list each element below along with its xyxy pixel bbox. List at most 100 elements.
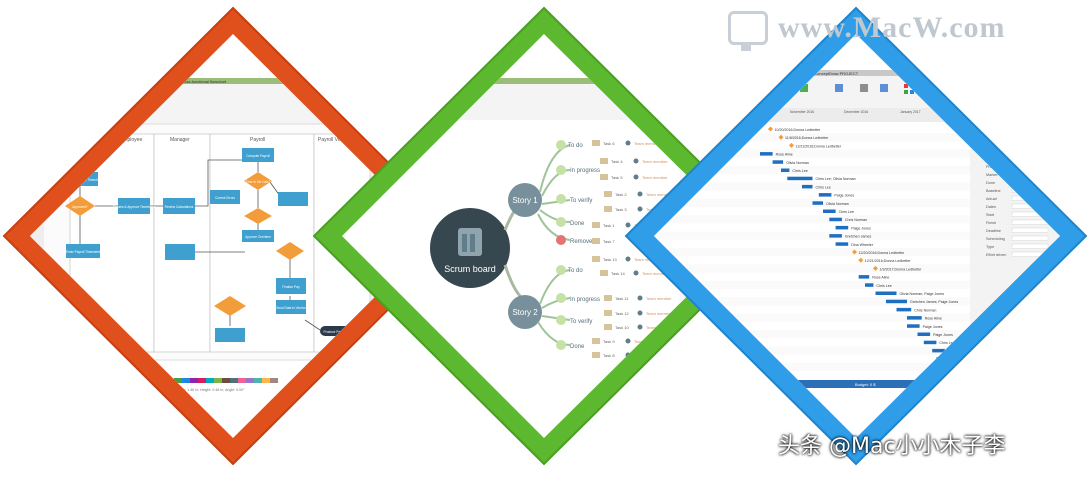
gantt-bar[interactable] bbox=[829, 217, 842, 222]
gantt-bar[interactable] bbox=[875, 291, 897, 296]
node-review-calc[interactable]: Review Calculations bbox=[163, 198, 195, 214]
milestone-marker[interactable] bbox=[873, 265, 878, 271]
branch-toverify-1[interactable]: To verify bbox=[570, 198, 592, 204]
gantt-bar[interactable] bbox=[932, 348, 945, 353]
property-field[interactable] bbox=[1011, 227, 1049, 233]
gantt-row[interactable]: 10/20/2016;Donna Ledbetter bbox=[650, 125, 970, 134]
branch-inprogress-1[interactable]: In progress bbox=[570, 168, 600, 174]
branch-done-2[interactable]: Done bbox=[570, 344, 585, 350]
gantt-bar[interactable] bbox=[760, 152, 773, 156]
gantt-bar[interactable] bbox=[858, 275, 870, 279]
gantt-row[interactable]: Gretchen James bbox=[650, 231, 970, 240]
gantt-bar[interactable] bbox=[865, 283, 874, 287]
gantt-bar[interactable] bbox=[772, 160, 784, 164]
scrum-board-node[interactable]: Scrum board bbox=[430, 208, 510, 288]
story-1-node[interactable]: Story 1 bbox=[508, 183, 542, 217]
property-field[interactable] bbox=[1011, 235, 1049, 241]
property-field[interactable] bbox=[1011, 219, 1049, 225]
gantt-row[interactable]: Chris Norman bbox=[650, 215, 970, 224]
node-error-check[interactable]: Error in the Calc? bbox=[244, 172, 272, 190]
milestone-marker[interactable] bbox=[789, 142, 794, 148]
gantt-bar[interactable] bbox=[886, 299, 907, 304]
gantt-row[interactable]: 12/21/2016;Donna Ledbetter bbox=[650, 256, 970, 265]
gantt-row[interactable]: Chris Lee bbox=[650, 207, 970, 216]
story-2-node[interactable]: Story 2 bbox=[508, 295, 542, 329]
property-label: Type bbox=[986, 245, 994, 249]
gantt-row[interactable]: 11/21/2016;Donna Ledbetter bbox=[650, 141, 970, 150]
node-correct[interactable]: Correct Errors bbox=[210, 190, 308, 206]
gantt-bar[interactable] bbox=[781, 168, 790, 173]
gantt-row[interactable]: Paige Jones bbox=[650, 190, 970, 199]
gantt-row[interactable]: Paige Jones bbox=[650, 330, 970, 339]
milestone-marker[interactable] bbox=[768, 126, 773, 132]
svg-text:Team member: Team member bbox=[642, 175, 668, 180]
gantt-bar[interactable] bbox=[829, 234, 842, 238]
gantt-row[interactable]: Olivia Norman bbox=[650, 157, 970, 166]
gantt-bar[interactable] bbox=[818, 193, 832, 197]
node-approve-overtime[interactable]: Approve Overtime bbox=[242, 208, 274, 242]
milestone-marker[interactable] bbox=[852, 249, 857, 255]
lane-label-employee: Employee bbox=[120, 137, 142, 143]
gantt-row[interactable]: Chris Lee bbox=[650, 166, 970, 175]
gantt-row[interactable]: 11/8/2016;Donna Ledbetter bbox=[650, 133, 970, 142]
gantt-row[interactable]: Dina Wheeler bbox=[650, 239, 970, 248]
branch-todo-1[interactable]: To do bbox=[568, 143, 583, 149]
gantt-row[interactable]: 1/3/2017;Donna Ledbetter bbox=[650, 264, 970, 273]
gantt-bar[interactable] bbox=[917, 332, 931, 337]
gantt-row[interactable]: Chris Norman bbox=[650, 305, 970, 314]
gantt-row[interactable]: Chris Norman bbox=[650, 346, 970, 355]
node-finalize[interactable]: Finalize Pay bbox=[276, 278, 306, 294]
gantt-bar[interactable] bbox=[787, 176, 813, 181]
branch-toverify-2[interactable]: To verify bbox=[570, 319, 592, 325]
gantt-row[interactable]: 12/20/2016;Donna Ledbetter bbox=[650, 248, 970, 257]
gantt-row[interactable]: Paige Jones bbox=[650, 321, 970, 330]
gantt-row[interactable]: Rose Aline bbox=[650, 272, 970, 281]
gantt-row[interactable]: Chris Lee; Olivia Norman bbox=[650, 174, 970, 183]
branch-removed[interactable]: Removed bbox=[570, 239, 596, 245]
gantt-bar[interactable] bbox=[802, 184, 813, 189]
node-review-timesheet[interactable]: Review & Approve Timesheet bbox=[113, 198, 155, 214]
branch-todo-2[interactable]: To do bbox=[568, 268, 583, 274]
gantt-bar[interactable] bbox=[907, 316, 922, 320]
gantt-row[interactable]: Dina Wheeler bbox=[650, 354, 975, 363]
svg-text:Send Data to Vendor: Send Data to Vendor bbox=[276, 306, 307, 310]
monitor-icon bbox=[728, 11, 768, 51]
gantt-row[interactable]: Rose Aline bbox=[650, 149, 970, 158]
gantt-row[interactable]: Olivia Norman bbox=[650, 198, 970, 207]
branch-done-1[interactable]: Done bbox=[570, 221, 585, 227]
task-item[interactable]: Task 7 bbox=[592, 238, 615, 244]
gantt-row[interactable]: 1/17/2017 bbox=[650, 362, 973, 371]
gantt-bar[interactable] bbox=[896, 307, 912, 312]
gantt-bar[interactable] bbox=[835, 225, 849, 230]
branch-inprogress-2[interactable]: In progress bbox=[570, 297, 600, 303]
gantt-row[interactable]: Paige Jones bbox=[650, 223, 970, 232]
gantt-row[interactable]: Chris Lee bbox=[650, 182, 970, 191]
property-field[interactable] bbox=[1011, 155, 1049, 161]
node-enter-timesheet[interactable]: Enter Payroll Timesheet bbox=[66, 244, 100, 258]
gantt-row[interactable]: Olivia Norman; Paige Jones bbox=[650, 289, 970, 298]
gantt-bar[interactable] bbox=[812, 201, 824, 205]
gantt-bar[interactable] bbox=[907, 324, 920, 328]
gantt-bar[interactable] bbox=[835, 242, 849, 246]
property-field[interactable] bbox=[1011, 243, 1049, 249]
gantt-bar[interactable] bbox=[923, 340, 937, 345]
gantt-bar[interactable] bbox=[823, 209, 836, 214]
gantt-row[interactable]: Gretchen James; Paige Jones bbox=[650, 297, 970, 306]
gantt-row[interactable]: Chris Lee bbox=[650, 338, 970, 347]
node-send-vendor[interactable]: Send Data to Vendor bbox=[276, 300, 307, 314]
milestone-marker[interactable] bbox=[858, 257, 864, 263]
milestone-marker[interactable] bbox=[778, 134, 784, 140]
node-decision-approved[interactable]: Approved? bbox=[65, 196, 95, 216]
node-compute[interactable]: Compute Payroll bbox=[242, 148, 274, 162]
gantt-row[interactable]: Chris Lee bbox=[650, 280, 970, 289]
gantt-row[interactable]: Rose Aline bbox=[650, 313, 970, 322]
